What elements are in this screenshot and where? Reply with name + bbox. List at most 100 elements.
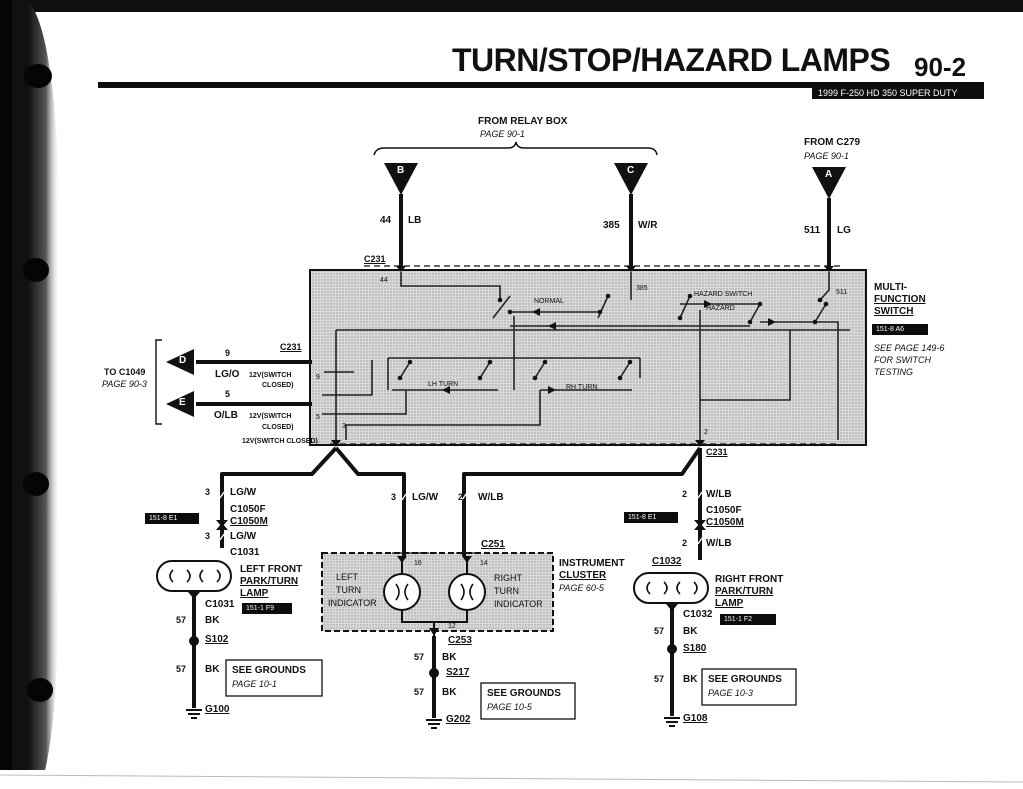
hazard-switch-label: HAZARD SWITCH: [694, 291, 753, 298]
relay-box-page: PAGE 90-1: [480, 129, 525, 139]
pin-9: 9: [316, 374, 320, 381]
left-wire1-color: LG/W: [230, 487, 257, 498]
center-gnd-num1: 57: [414, 652, 425, 662]
to-c1049-title: TO C1049: [104, 367, 146, 377]
page-number: 90-2: [914, 52, 967, 82]
switch-see-2: FOR SWITCH: [874, 355, 931, 365]
connector-a: A: [825, 169, 833, 180]
wire-385-color: W/R: [638, 220, 658, 231]
left-ind-1: LEFT: [336, 572, 359, 582]
left-gnd-num2: 57: [176, 664, 187, 674]
left-wire2-color: LG/W: [230, 531, 257, 542]
instrument-cluster-box: [321, 552, 554, 632]
c253-label: C253: [448, 635, 472, 646]
right-gnd-color1: BK: [683, 626, 698, 637]
relay-box-title: FROM RELAY BOX: [478, 116, 568, 127]
right-gnd-color2: BK: [683, 674, 698, 685]
right-c1050m: C1050M: [706, 517, 744, 528]
left-c1050m: C1050M: [230, 516, 268, 527]
left-gnd-color1: BK: [205, 615, 220, 626]
c231-right-label: C231: [706, 447, 728, 457]
pin-511: 511: [836, 289, 848, 296]
pin-14: 14: [480, 560, 488, 567]
pin-12: 12: [448, 623, 456, 630]
left-ind-3: INDICATOR: [328, 598, 377, 608]
d-note-1: 12V(SWITCH: [249, 372, 292, 379]
wire-9-num: 9: [225, 348, 231, 358]
left-see-grounds: SEE GROUNDS: [232, 665, 306, 676]
switch-name-3: SWITCH: [874, 306, 914, 317]
right-lamp-2: PARK/TURN: [715, 586, 774, 597]
wire-olb-color: O/LB: [214, 410, 238, 421]
c279-title: FROM C279: [804, 137, 861, 148]
switch-see-3: TESTING: [874, 367, 914, 377]
switch-closed-note: 12V(SWITCH CLOSED): [242, 438, 318, 445]
right-ind-1: RIGHT: [494, 573, 522, 583]
left-lamp-1: LEFT FRONT: [240, 564, 303, 575]
right-ind-2: TURN: [494, 586, 519, 596]
right-ref1: 151-8 E1: [624, 512, 678, 523]
header-rule: [98, 82, 984, 88]
left-wire2-num: 3: [205, 531, 211, 541]
left-wire1-num: 3: [205, 487, 211, 497]
right-lamp-1: RIGHT FRONT: [715, 574, 784, 585]
lh-turn-label: LH TURN: [428, 381, 459, 388]
switch-see-1: SEE PAGE 149-6: [874, 343, 945, 353]
see-grounds-box-center: [480, 682, 576, 720]
left-c1031-bot: C1031: [205, 599, 235, 610]
cluster-page: PAGE 60-5: [559, 583, 604, 593]
connector-d: D: [179, 355, 187, 366]
left-c1031-top: C1031: [230, 547, 260, 558]
binder-hole-1: [24, 64, 52, 88]
left-see-page: PAGE 10-1: [232, 679, 277, 689]
c231-left-label: C231: [280, 342, 302, 352]
connector-e: E: [179, 397, 186, 408]
pin-3: 3: [342, 423, 346, 430]
c279-page: PAGE 90-1: [804, 151, 849, 161]
page-title: TURN/STOP/HAZARD LAMPS: [452, 42, 891, 78]
wire-lgo-color: LG/O: [215, 369, 240, 380]
right-splice: S180: [683, 643, 707, 654]
e-note-1: 12V(SWITCH: [249, 413, 292, 420]
center-gnd-num2: 57: [414, 687, 425, 697]
center-gnd-color1: BK: [442, 652, 457, 663]
top-dark-edge: [0, 0, 1023, 12]
vehicle-bar: [812, 88, 984, 99]
wire-44-color: LB: [408, 215, 422, 226]
right-ref2: 151-1 F2: [720, 614, 776, 625]
center-wire2-color: W/LB: [478, 492, 504, 503]
center-wire1-color: LG/W: [412, 492, 439, 503]
pin-2: 2: [704, 429, 708, 436]
center-see-page: PAGE 10-5: [487, 702, 532, 712]
center-wire2-num: 2: [458, 492, 464, 502]
cluster-2: CLUSTER: [559, 570, 607, 581]
pin-5: 5: [316, 414, 320, 421]
right-wire1-num: 2: [682, 489, 688, 499]
right-lamp-body: [633, 572, 709, 604]
pin-385: 385: [636, 285, 648, 292]
wire-511-num: 511: [804, 225, 821, 236]
left-lamp-3: LAMP: [240, 588, 269, 599]
pin-16: 16: [414, 560, 422, 567]
hazard-label: HAZARD: [706, 305, 735, 312]
left-lamp-body: [156, 560, 232, 592]
left-gnd-num1: 57: [176, 615, 187, 625]
left-ground: G100: [205, 704, 230, 715]
right-c1032-bot: C1032: [683, 609, 713, 620]
right-c1050f: C1050F: [706, 505, 742, 516]
left-ref1: 151-8 E1: [145, 513, 199, 524]
switch-ref-label: 151-8 A6: [872, 324, 928, 335]
wire-44-num: 44: [380, 215, 392, 226]
normal-label: NORMAL: [534, 298, 564, 305]
right-c1032-top: C1032: [652, 556, 682, 567]
right-see-grounds: SEE GROUNDS: [708, 674, 782, 685]
center-gnd-color2: BK: [442, 687, 457, 698]
see-grounds-box-left: [225, 659, 323, 697]
left-gnd-color2: BK: [205, 664, 220, 675]
right-see-page: PAGE 10-3: [708, 688, 753, 698]
cluster-1: INSTRUMENT: [559, 558, 625, 569]
right-gnd-num2: 57: [654, 674, 665, 684]
center-wire1-num: 3: [391, 492, 397, 502]
center-ground: G202: [446, 714, 471, 725]
right-ind-3: INDICATOR: [494, 599, 543, 609]
